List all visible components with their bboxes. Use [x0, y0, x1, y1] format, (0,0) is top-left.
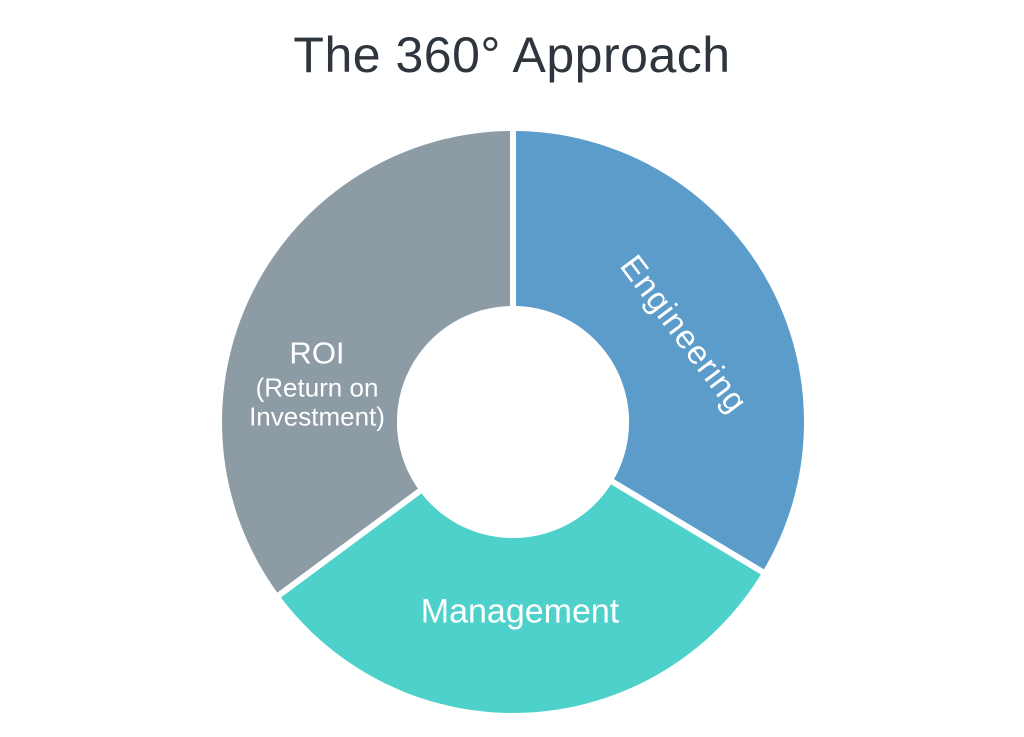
roi-label-main: ROI	[289, 335, 345, 371]
segment-engineering	[513, 131, 804, 572]
segment-management	[279, 481, 763, 713]
segment-label-roi: ROI (Return on Investment)	[249, 335, 385, 432]
donut-segments	[222, 131, 804, 713]
donut-hole	[397, 306, 629, 538]
segment-roi	[222, 131, 513, 596]
roi-label-sub-line1: (Return on	[255, 372, 379, 403]
chart-title: The 360° Approach	[293, 27, 731, 83]
segment-label-management: Management	[420, 592, 620, 631]
roi-label-sub-line2: Investment)	[249, 401, 385, 432]
